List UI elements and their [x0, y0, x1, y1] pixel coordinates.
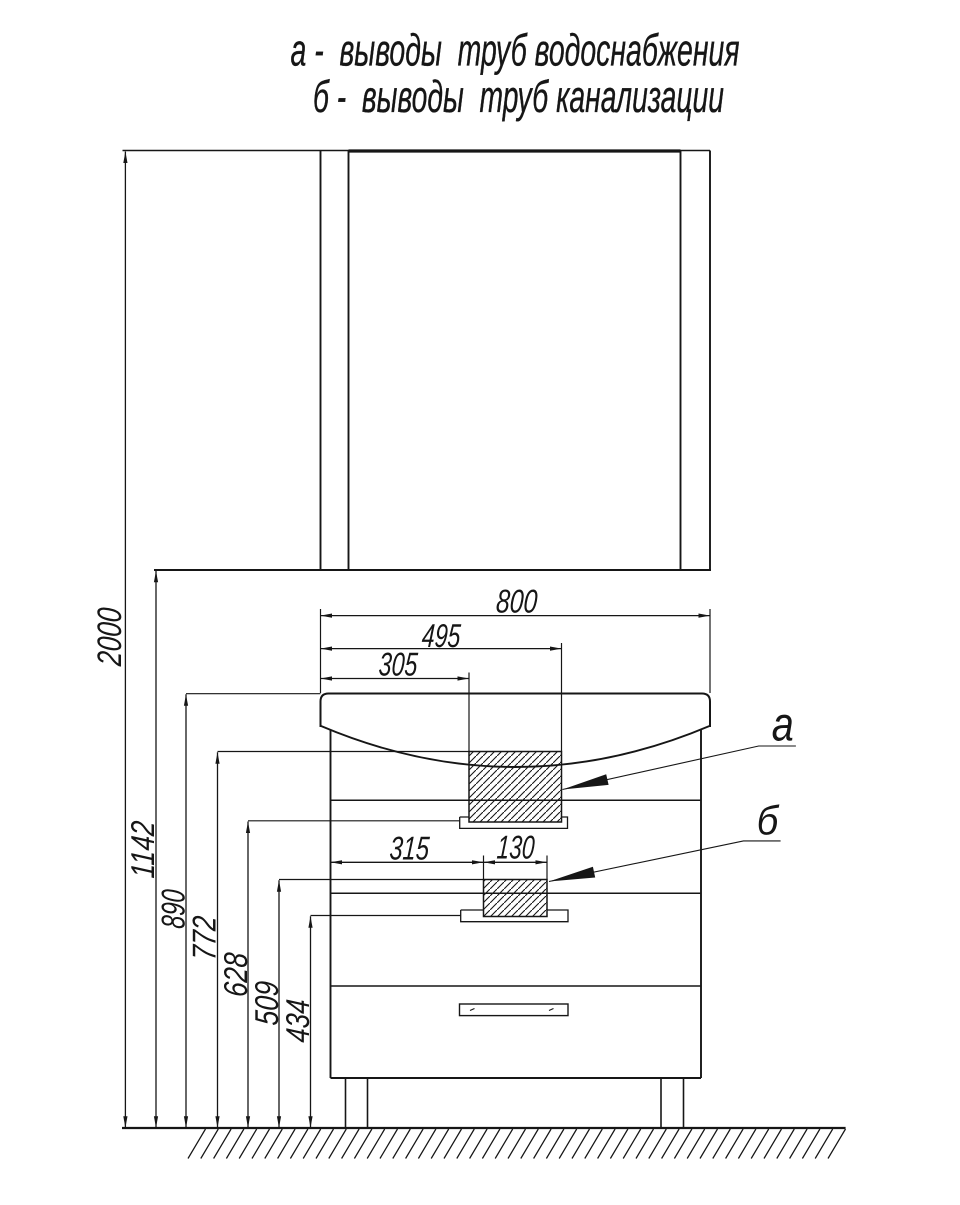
svg-text:315: 315: [388, 829, 431, 866]
svg-text:800: 800: [495, 583, 539, 620]
svg-text:305: 305: [378, 646, 420, 683]
svg-text:434: 434: [279, 998, 316, 1044]
svg-text:а: а: [772, 699, 794, 752]
svg-text:509: 509: [248, 980, 285, 1027]
svg-text:772: 772: [186, 915, 223, 962]
svg-text:а - выводы труб водоснабжени: а - выводы труб водоснабжения: [291, 25, 740, 76]
svg-text:495: 495: [421, 617, 463, 654]
svg-text:890: 890: [155, 888, 192, 930]
svg-text:130: 130: [496, 829, 537, 866]
svg-text:2000: 2000: [91, 606, 129, 667]
svg-text:б - выводы труб канализации: б - выводы труб канализации: [313, 71, 724, 122]
svg-text:б: б: [757, 798, 780, 844]
svg-text:628: 628: [217, 951, 254, 998]
svg-text:1142: 1142: [124, 820, 161, 880]
